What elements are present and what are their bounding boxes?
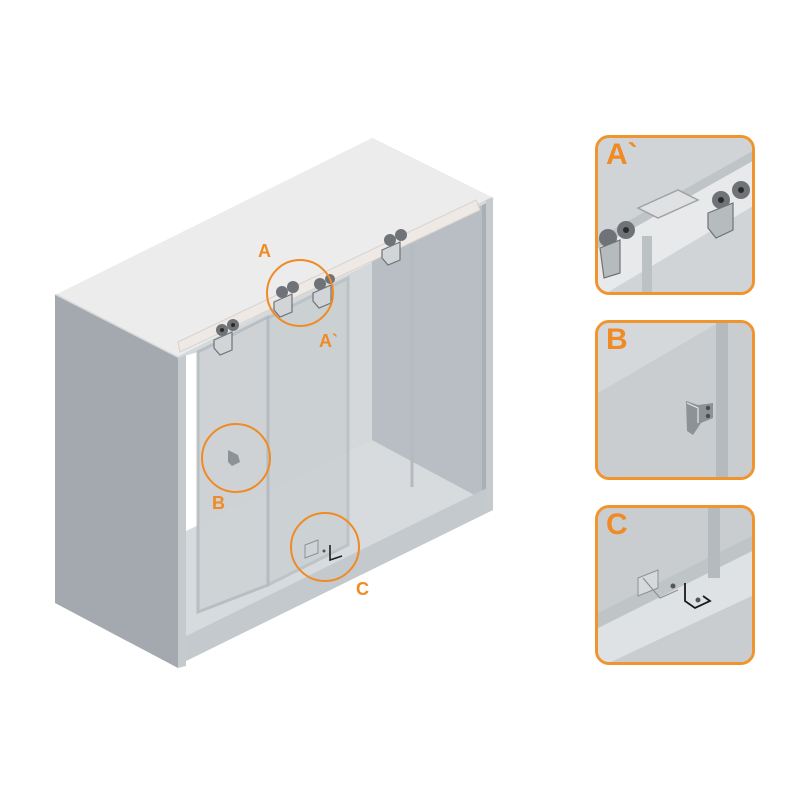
- floor-guide: [304, 539, 343, 562]
- detail-c-illustration: [598, 508, 752, 662]
- front-right-edge: [486, 198, 493, 513]
- callout-circle-c: [290, 512, 360, 582]
- callout-label-a: A: [258, 241, 271, 261]
- callout-circle-a: [266, 259, 334, 327]
- roller-left: [213, 319, 239, 356]
- detail-label-b: B: [606, 323, 628, 356]
- roller-right: [381, 229, 407, 266]
- detail-panel-b: B: [595, 320, 755, 480]
- callout-label-a-prime: A`: [319, 331, 338, 351]
- detail-b-illustration: [598, 323, 752, 477]
- callout-label-b: B: [212, 493, 225, 513]
- roller-a2: [312, 274, 335, 309]
- detail-a-prime-illustration: [598, 138, 752, 292]
- detail-label-c: C: [606, 508, 628, 541]
- detail-panel-c: C: [595, 505, 755, 665]
- detail-label-a-prime: A`: [606, 138, 638, 171]
- callout-circle-b: [201, 423, 271, 493]
- cabinet-top: [55, 138, 493, 358]
- callout-label-c: C: [356, 579, 369, 599]
- detail-panel-a-prime: A`: [595, 135, 755, 295]
- roller-a1: [273, 281, 299, 318]
- front-left-edge: [178, 355, 186, 668]
- stopper-bracket: [228, 450, 240, 466]
- bottom-front-edge: [178, 485, 493, 665]
- cabinet-left-side: [55, 295, 178, 668]
